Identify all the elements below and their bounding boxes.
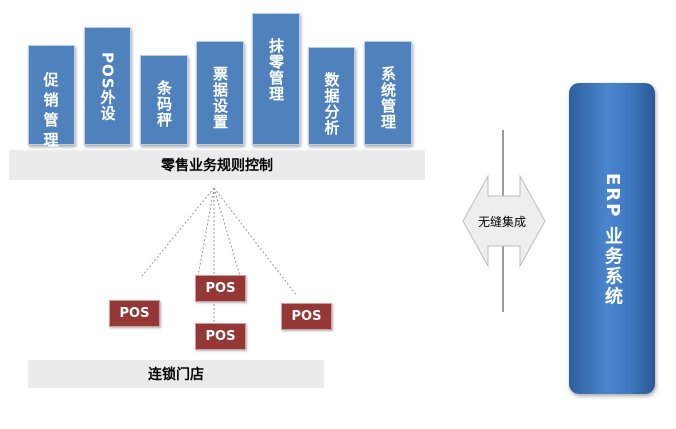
module-data-analysis: 数据分析 [308, 47, 355, 145]
chain-store-label: 连锁门店 [148, 367, 204, 383]
module-label: 票据设置 [211, 66, 229, 130]
module-label: 抹零管理 [267, 38, 285, 102]
pos-terminal-right: POS [281, 303, 332, 330]
module-label: 系统管理 [379, 66, 397, 130]
retail-rule-control-label: 零售业务规则控制 [161, 158, 273, 174]
pos-terminal-top: POS [195, 275, 246, 302]
pos-terminal-label: POS [119, 306, 150, 321]
connector-line [213, 187, 298, 297]
pos-terminal-label: POS [205, 281, 236, 296]
module-pos-peripherals: POS外设 [84, 27, 131, 145]
module-rounding-management: 抹零管理 [252, 13, 300, 145]
module-receipt-settings: 票据设置 [196, 41, 244, 145]
connector-line [141, 187, 215, 277]
module-label: 促销管理 [43, 71, 60, 149]
pos-terminal-bottom: POS [195, 323, 246, 350]
pos-terminal-left: POS [109, 300, 160, 327]
module-barcode-scale: 条码秤 [140, 55, 188, 145]
module-label: 数据分析 [322, 72, 341, 136]
integration-arrow-label: 无缝集成 [477, 214, 526, 229]
pos-terminal-label: POS [291, 309, 322, 324]
pos-terminal-label: POS [205, 329, 236, 344]
chain-store-bar: 连锁门店 [28, 360, 324, 388]
module-promotion: 促销管理 [28, 45, 75, 149]
module-system-management: 系统管理 [364, 41, 412, 145]
connector-line [213, 187, 241, 277]
erp-system-label: ERP 业务系统 [602, 173, 623, 307]
erp-system-box: ERP 业务系统 [569, 83, 655, 394]
retail-rule-control-bar: 零售业务规则控制 [9, 150, 425, 180]
module-label: 条码秤 [155, 80, 173, 128]
connector-line [197, 187, 215, 277]
module-label: POS外设 [98, 52, 117, 122]
integration-arrow [462, 130, 546, 312]
